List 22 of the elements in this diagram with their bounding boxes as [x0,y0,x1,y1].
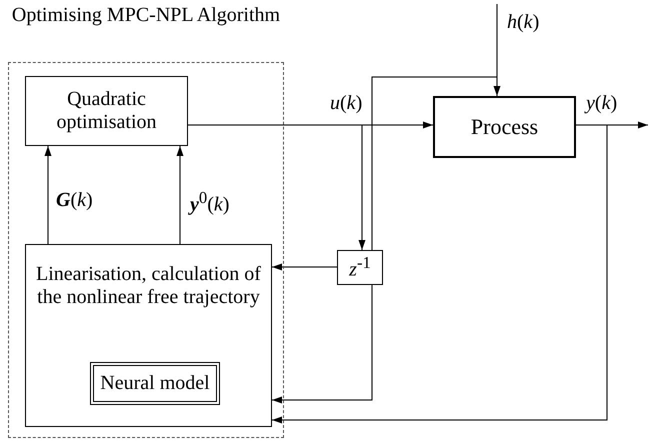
box-label: z$^{-1}$ [349,253,371,282]
arrow [272,264,338,270]
edge-label: h(k) [507,12,540,32]
box-label: Process [470,114,538,140]
box-label: Neural model [100,372,210,395]
arrow [188,124,366,250]
process-box [433,96,576,158]
edge-label: G(k) [56,190,93,210]
edge-label: u(k) [330,93,362,113]
process-box [25,244,272,427]
model-box [90,362,220,405]
arrow [176,146,184,244]
edge-label: y(k) [586,93,618,113]
arrow [272,124,608,424]
group-heading: Optimising MPC-NPL Algorithm [10,3,282,27]
delay-box [337,250,383,285]
process-box [25,76,188,146]
arrow [44,146,52,244]
box-label: Linearisation, calculation of the nonlinear free trajectory [35,263,262,309]
edge-label: y$^{0}$(k) [190,190,230,215]
arrow [272,4,498,404]
box-label: Quadratic optimisation [56,88,158,134]
